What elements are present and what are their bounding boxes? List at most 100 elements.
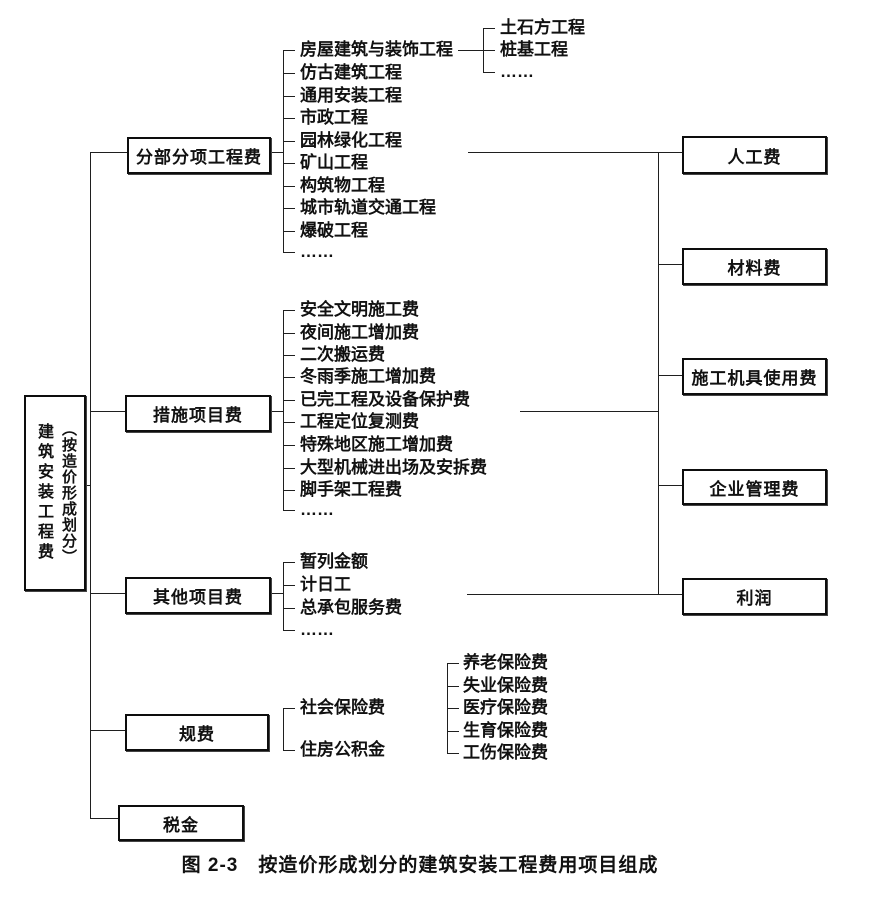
list-item: …… [300, 500, 334, 519]
list-item: 总承包服务费 [300, 598, 402, 617]
connector-line [90, 593, 125, 594]
list-item: 暂列金额 [300, 552, 368, 571]
box-taxes: 税金 [118, 805, 244, 841]
box-labor-cost: 人工费 [682, 136, 827, 174]
connector-line [283, 708, 284, 750]
connector-line [658, 485, 682, 486]
connector-line [447, 686, 459, 687]
connector-line [658, 264, 682, 265]
figure-caption: 图 2-3 按造价形成划分的建筑安装工程费用项目组成 [181, 855, 659, 876]
connector-line [90, 818, 118, 819]
connector-line [283, 231, 295, 232]
connector-line [267, 593, 283, 594]
connector-line [283, 562, 284, 630]
connector-line [283, 141, 295, 142]
connector-line [283, 585, 295, 586]
box-machinery-cost: 施工机具使用费 [682, 358, 827, 395]
list-item: 脚手架工程费 [300, 480, 402, 499]
list-item: 计日工 [300, 575, 351, 594]
connector-line [283, 400, 295, 401]
connector-line [283, 445, 295, 446]
box-label: 措施项目费 [153, 406, 243, 425]
list-item: 夜间施工增加费 [300, 323, 419, 342]
connector-line [267, 152, 283, 153]
connector-line [283, 50, 284, 252]
list-item: 房屋建筑与装饰工程 [300, 40, 453, 59]
connector-line [283, 333, 295, 334]
connector-line [90, 152, 91, 818]
list-item: 矿山工程 [300, 153, 368, 172]
root-sublabel: （按造价形成划分） [60, 421, 77, 565]
connector-line [447, 663, 459, 664]
box-label: 利润 [736, 589, 773, 608]
connector-line [283, 422, 295, 423]
box-label: 企业管理费 [709, 479, 800, 499]
box-label: 分部分项工程费 [136, 148, 262, 167]
connector-line [283, 377, 295, 378]
box-label: 税金 [163, 815, 199, 835]
connector-line [483, 72, 495, 73]
list-item: 城市轨道交通工程 [300, 198, 436, 217]
list-item: 社会保险费 [300, 698, 385, 717]
list-item: 养老保险费 [463, 653, 548, 672]
list-item: 土石方工程 [500, 18, 585, 37]
connector-line [483, 28, 484, 72]
connector-line [283, 73, 295, 74]
connector-line [283, 96, 295, 97]
box-divisional-works-fee: 分部分项工程费 [127, 137, 271, 174]
root-box: 建筑安装工程费 （按造价形成划分） [24, 395, 86, 591]
connector-line [90, 152, 127, 153]
list-item: 已完工程及设备保护费 [300, 390, 470, 409]
connector-line [283, 252, 295, 253]
list-item: 通用安装工程 [300, 86, 402, 105]
connector-line [520, 411, 658, 412]
connector-line [283, 468, 295, 469]
connector-line [658, 152, 659, 594]
connector-line [283, 163, 295, 164]
list-item: 冬雨季施工增加费 [300, 367, 436, 386]
list-item: 生育保险费 [463, 721, 548, 740]
box-other-items-fee: 其他项目费 [125, 577, 271, 614]
box-regulation-fees: 规费 [125, 714, 269, 751]
connector-line [283, 750, 295, 751]
list-item: 安全文明施工费 [300, 300, 419, 319]
list-item: …… [300, 620, 334, 639]
list-item: 失业保险费 [463, 676, 548, 695]
connector-line [283, 510, 295, 511]
connector-line [283, 310, 295, 311]
box-material-cost: 材料费 [682, 248, 827, 285]
list-item: 特殊地区施工增加费 [300, 435, 453, 454]
box-label: 人工费 [727, 147, 782, 167]
list-item: 仿古建筑工程 [300, 63, 402, 82]
connector-line [90, 411, 125, 412]
connector-line [283, 708, 295, 709]
connector-line [283, 208, 295, 209]
connector-line [283, 50, 295, 51]
box-label: 材料费 [727, 259, 782, 278]
connector-line [447, 731, 459, 732]
box-label: 其他项目费 [153, 588, 243, 607]
connector-line [283, 608, 295, 609]
connector-line [283, 562, 295, 563]
connector-line [267, 411, 283, 412]
box-label: 施工机具使用费 [691, 369, 818, 388]
connector-line [283, 186, 295, 187]
box-profit: 利润 [682, 578, 827, 615]
list-item: 工伤保险费 [463, 743, 548, 762]
list-item: 大型机械进出场及安拆费 [300, 458, 487, 477]
list-item: …… [300, 242, 334, 261]
connector-line [447, 708, 459, 709]
connector-line [283, 118, 295, 119]
list-item: 爆破工程 [300, 221, 368, 240]
box-measures-fee: 措施项目费 [125, 395, 271, 432]
connector-line [283, 310, 284, 510]
connector-line [467, 594, 682, 595]
list-item: 市政工程 [300, 108, 368, 127]
connector-line [658, 375, 682, 376]
list-item: 工程定位复测费 [300, 412, 419, 431]
connector-line [283, 490, 295, 491]
connector-line [447, 753, 459, 754]
connector-line [468, 152, 682, 153]
list-item: 园林绿化工程 [300, 131, 402, 150]
